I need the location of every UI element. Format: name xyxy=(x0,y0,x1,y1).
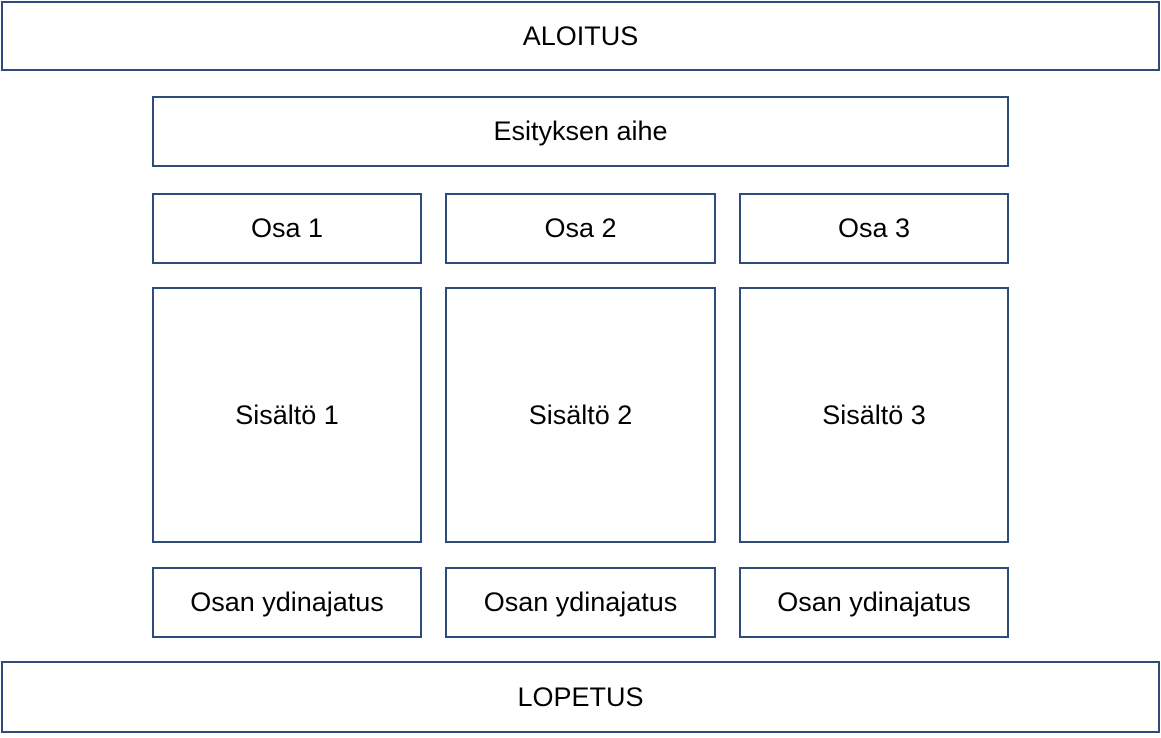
end-box: LOPETUS xyxy=(1,661,1160,733)
part-2-title: Osa 2 xyxy=(544,213,617,243)
part-3-box: Osa 3 xyxy=(739,193,1009,264)
core-idea-3-label: Osan ydinajatus xyxy=(777,587,971,617)
part-1-box: Osa 1 xyxy=(152,193,422,264)
part-2-box: Osa 2 xyxy=(445,193,716,264)
topic-box: Esityksen aihe xyxy=(152,96,1009,167)
end-label: LOPETUS xyxy=(517,681,644,712)
part-1-title: Osa 1 xyxy=(250,213,324,243)
content-2-box: Sisältö 2 xyxy=(445,287,716,543)
topic-label: Esityksen aihe xyxy=(493,116,668,146)
content-1-label: Sisältö 1 xyxy=(235,399,339,430)
start-label: ALOITUS xyxy=(522,20,639,51)
core-idea-3-box: Osan ydinajatus xyxy=(739,567,1009,638)
core-idea-1-box: Osan ydinajatus xyxy=(152,567,422,638)
content-3-box: Sisältö 3 xyxy=(739,287,1009,543)
content-2-label: Sisältö 2 xyxy=(528,399,633,430)
core-idea-2-label: Osan ydinajatus xyxy=(483,587,678,617)
core-idea-1-label: Osan ydinajatus xyxy=(190,587,384,617)
part-3-title: Osa 3 xyxy=(837,213,911,243)
start-box: ALOITUS xyxy=(1,1,1160,71)
core-idea-2-box: Osan ydinajatus xyxy=(445,567,716,638)
content-1-box: Sisältö 1 xyxy=(152,287,422,543)
content-3-label: Sisältö 3 xyxy=(822,399,926,430)
